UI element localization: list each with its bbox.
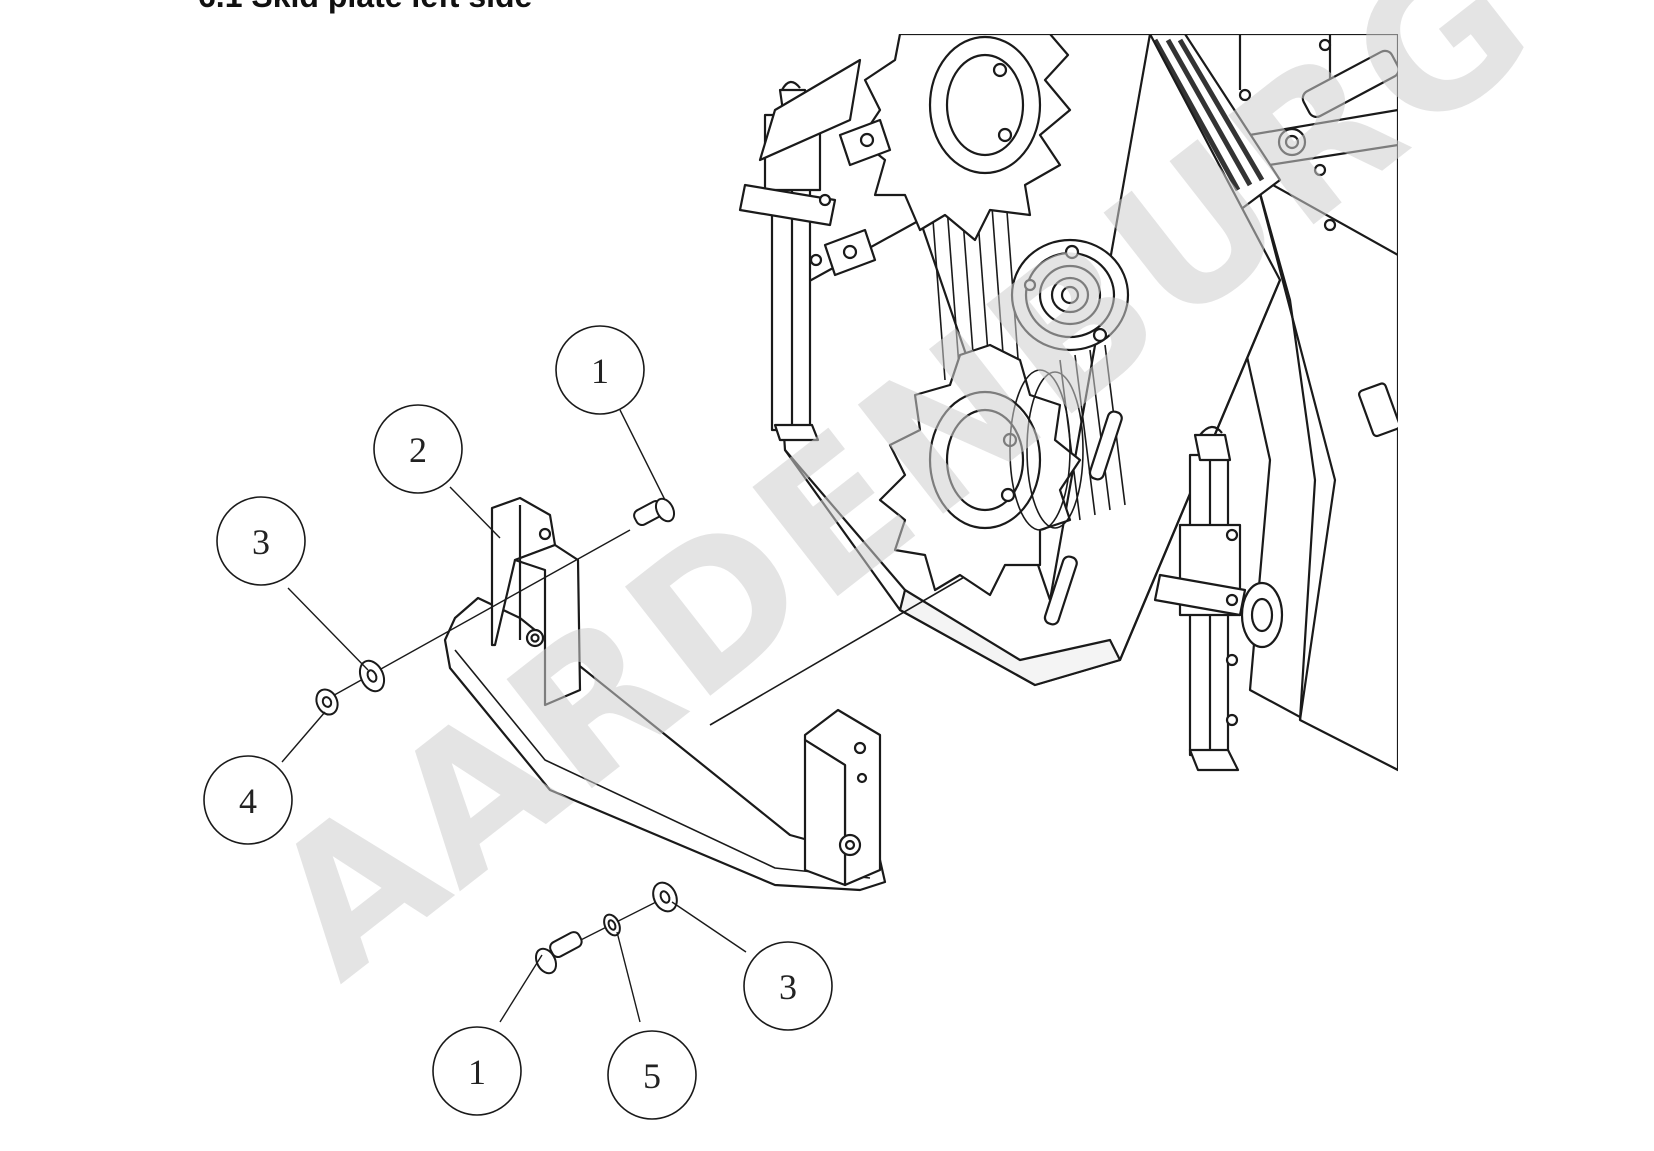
callout-nut: 4 [203,755,293,845]
upper-spiked-roller [858,34,1072,242]
frame-pins [1043,410,1123,626]
lower-spiked-roller [878,343,1084,597]
section-heading: 6.1 Skid plate left side [198,0,532,15]
callout-bolt-upper: 1 [555,325,645,415]
bolt-upper [633,497,676,527]
callout-balloons: 1 2 3 4 1 5 3 [203,325,833,1120]
washer-lower [652,881,678,913]
bearing-housing [1010,238,1130,352]
callout-skid-plate: 2 [373,404,463,494]
spring-washer [603,913,621,937]
callout-washer-upper: 3 [216,496,306,586]
skid-plate [443,496,887,892]
right-support-leg [1153,425,1284,772]
left-support-leg [738,58,892,442]
callout-label: 2 [409,430,427,470]
callout-washer-lower: 3 [743,941,833,1031]
callout-label: 5 [643,1056,661,1096]
callout-label: 4 [239,781,257,821]
callout-bolt-lower: 1 [432,1026,522,1116]
bolt-lower [534,931,583,975]
callout-label: 1 [468,1052,486,1092]
nut [315,688,339,716]
machine-assembly [709,34,1398,772]
callout-label: 1 [591,351,609,391]
leader-lines [281,409,747,1023]
callout-label: 3 [779,967,797,1007]
callout-spring-washer: 5 [607,1030,697,1120]
callout-label: 3 [252,522,270,562]
fasteners [315,497,678,975]
vent-panel [1138,34,1282,212]
main-frame [709,34,1282,726]
